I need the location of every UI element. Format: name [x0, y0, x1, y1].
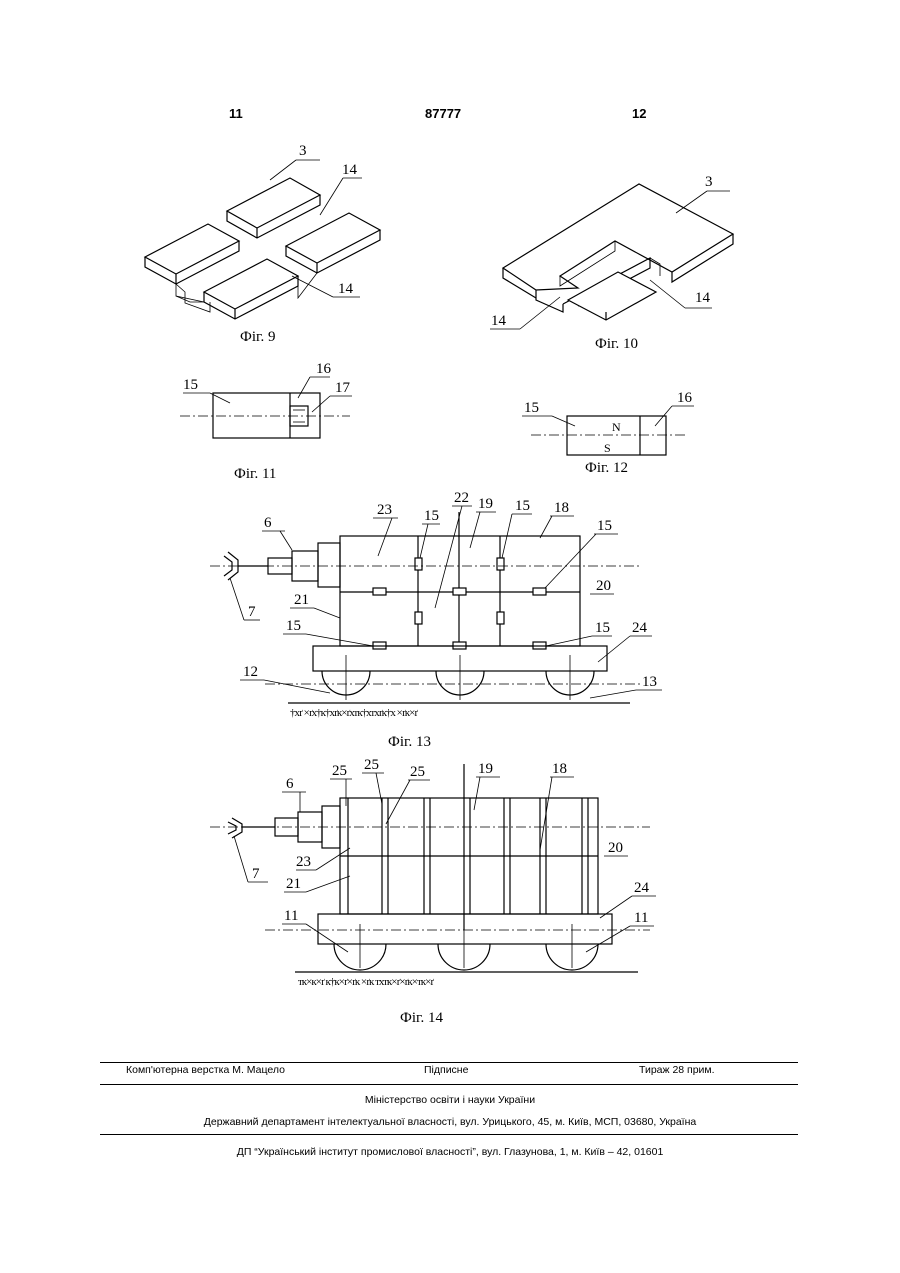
fig13-label-15-e: 15 — [595, 620, 610, 636]
fig9-label-14-top: 14 — [342, 162, 358, 178]
fig14-label-19: 19 — [478, 761, 493, 777]
fig14-label-21: 21 — [286, 876, 301, 892]
figure-11: 15 16 17 Фіг. 11 — [180, 361, 352, 482]
fig13-label-20: 20 — [596, 578, 611, 594]
figure-10: 3 14 14 Фіг. 10 — [490, 174, 733, 352]
fig13-ground-hatch: †хґ ×ґх†к†хґк×ґхтк†хтхґк†х ×ґк×ґ — [290, 707, 418, 719]
figure-12: N S 15 16 Фіг. 12 — [522, 390, 694, 476]
fig14-caption: Фіг. 14 — [400, 1010, 443, 1026]
figure-14: тк×к×ґ к†к×ґ×ґк ×ґк тхтк×ґ×ґк×тк×ґ 25 25… — [210, 757, 656, 1026]
fig14-label-24: 24 — [634, 880, 650, 896]
fig11-label-16: 16 — [316, 361, 332, 377]
fig10-caption: Фіг. 10 — [595, 336, 638, 352]
footer-department: Державний департамент інтелектуальної вл… — [0, 1116, 900, 1128]
footer-rule-bottom — [100, 1134, 798, 1135]
fig12-symbol-s: S — [604, 441, 611, 455]
footer-rule-middle — [100, 1084, 798, 1085]
fig13-label-21: 21 — [294, 592, 309, 608]
fig9-caption: Фіг. 9 — [240, 329, 275, 345]
fig13-label-22: 22 — [454, 490, 469, 506]
fig14-label-18: 18 — [552, 761, 567, 777]
fig13-label-18: 18 — [554, 500, 569, 516]
fig14-label-11-right: 11 — [634, 910, 648, 926]
fig11-label-17: 17 — [335, 380, 351, 396]
footer-signed: Підписне — [424, 1064, 468, 1076]
fig12-label-16: 16 — [677, 390, 693, 406]
fig13-caption: Фіг. 13 — [388, 734, 431, 750]
footer-rule-top — [100, 1062, 798, 1063]
fig14-label-20: 20 — [608, 840, 623, 856]
fig10-label-14-left: 14 — [491, 313, 507, 329]
figure-9: 3 14 14 Фіг. 9 — [145, 143, 380, 345]
fig14-label-11-left: 11 — [284, 908, 298, 924]
fig14-label-6: 6 — [286, 776, 294, 792]
footer-institute: ДП “Український інститут промислової вла… — [0, 1146, 900, 1158]
fig13-label-15-d: 15 — [286, 618, 301, 634]
fig13-label-24: 24 — [632, 620, 648, 636]
fig12-label-15: 15 — [524, 400, 539, 416]
fig10-label-3: 3 — [705, 174, 713, 190]
fig14-label-7: 7 — [252, 866, 260, 882]
fig11-caption: Фіг. 11 — [234, 466, 276, 482]
fig9-label-3: 3 — [299, 143, 307, 159]
footer-layout-credit: Комп'ютерна верстка М. Мацело — [126, 1064, 285, 1076]
fig13-label-15-b: 15 — [515, 498, 530, 514]
fig13-label-7: 7 — [248, 604, 256, 620]
fig10-label-14-right: 14 — [695, 290, 711, 306]
fig13-label-15-c: 15 — [597, 518, 612, 534]
fig13-label-23: 23 — [377, 502, 392, 518]
fig13-label-15-a: 15 — [424, 508, 439, 524]
figure-13: †хґ ×ґх†к†хґк×ґхтк†хтхґк†х ×ґк×ґ 23 15 2… — [210, 490, 662, 750]
fig13-label-19: 19 — [478, 496, 493, 512]
fig13-label-6: 6 — [264, 515, 272, 531]
fig14-label-25-b: 25 — [364, 757, 379, 773]
fig14-label-25-c: 25 — [410, 764, 425, 780]
fig14-label-25-a: 25 — [332, 763, 347, 779]
footer-circulation: Тираж 28 прим. — [639, 1064, 715, 1076]
fig14-ground-hatch: тк×к×ґ к†к×ґ×ґк ×ґк тхтк×ґ×ґк×тк×ґ — [298, 976, 434, 988]
footer-ministry: Міністерство освіти і науки України — [0, 1094, 900, 1106]
drawings-sheet: 3 14 14 Фіг. 9 3 14 14 Фіг. 10 15 — [0, 0, 900, 1040]
fig9-label-14-bottom: 14 — [338, 281, 354, 297]
fig14-label-23: 23 — [296, 854, 311, 870]
fig12-symbol-n: N — [612, 420, 621, 434]
fig13-label-12: 12 — [243, 664, 258, 680]
fig13-label-13: 13 — [642, 674, 657, 690]
fig12-caption: Фіг. 12 — [585, 460, 628, 476]
fig11-label-15: 15 — [183, 377, 198, 393]
